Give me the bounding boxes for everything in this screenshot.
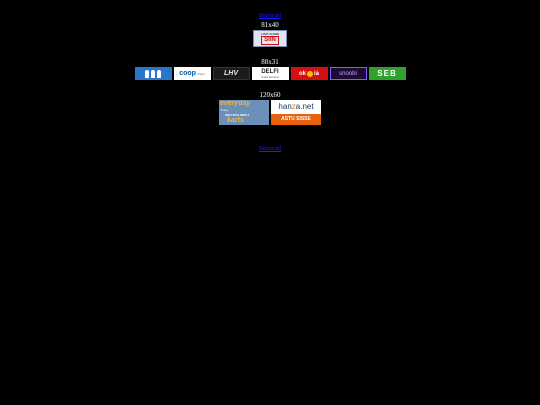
okia-right: ia	[314, 70, 320, 77]
delfi-sub: Kaks kümnet	[261, 74, 279, 79]
banner-hanza[interactable]: hanza.net ASTU SISSE	[271, 100, 321, 125]
everyday-line1: everyday	[220, 100, 251, 107]
hanza-name: hanza.net	[278, 100, 313, 114]
snoobi-brand: snoobi	[339, 70, 357, 77]
everyday-line2: living	[221, 108, 228, 112]
banner-people-figures[interactable]	[134, 67, 172, 80]
header-link-container: Bännerid	[0, 4, 540, 22]
person-icon	[157, 69, 161, 78]
everyday-line4: karts	[227, 117, 244, 124]
banner-listu-line1: LISTU KOHE	[260, 32, 280, 36]
section-88x31-label: 88x31	[261, 58, 279, 66]
banner-snoobi[interactable]: snoobi	[329, 67, 367, 80]
banner-everyday[interactable]: everyday living 0954 5654 5856 # karts	[219, 100, 269, 125]
bottom-banners-link[interactable]: Bännerid	[259, 146, 281, 152]
delfi-brand: DELFI	[261, 68, 279, 75]
hanza-name-z: z	[291, 102, 296, 111]
hanza-name-post: a.net	[295, 102, 314, 111]
okia-left: ok	[298, 70, 306, 77]
person-icon	[145, 69, 149, 78]
row-81x40: LISTU KOHE SIIN	[0, 30, 540, 47]
row-120x60: everyday living 0954 5654 5856 # karts h…	[0, 100, 540, 125]
row-88x31: coop Pank LHV DELFI Kaks kümnet ok ia sn…	[0, 67, 540, 80]
hanza-name-pre: han	[278, 102, 292, 111]
banner-okia[interactable]: ok ia	[290, 67, 328, 80]
banner-seb[interactable]: SEB	[368, 67, 406, 80]
banner-delfi[interactable]: DELFI Kaks kümnet	[251, 67, 289, 80]
banner-listu-line2: SIIN	[261, 36, 279, 45]
banner-lhv[interactable]: LHV	[212, 67, 250, 80]
hanza-cta: ASTU SISSE	[271, 114, 321, 125]
smiley-icon	[307, 70, 313, 77]
banner-coop-pank[interactable]: coop Pank	[173, 67, 211, 80]
footer-link-container: Bännerid	[0, 137, 540, 155]
coop-small: Pank	[197, 71, 205, 76]
person-icon	[151, 69, 155, 78]
banner-listu-kohe[interactable]: LISTU KOHE SIIN	[253, 30, 287, 47]
seb-brand: SEB	[377, 69, 397, 78]
lhv-brand: LHV	[224, 70, 238, 77]
section-120x60-label: 120x60	[259, 91, 281, 99]
coop-brand: coop	[179, 70, 196, 77]
everyday-line3: 0954 5654 5856 #	[225, 113, 250, 117]
section-81x40-label: 81x40	[261, 21, 279, 29]
top-banners-link[interactable]: Bännerid	[259, 13, 281, 19]
